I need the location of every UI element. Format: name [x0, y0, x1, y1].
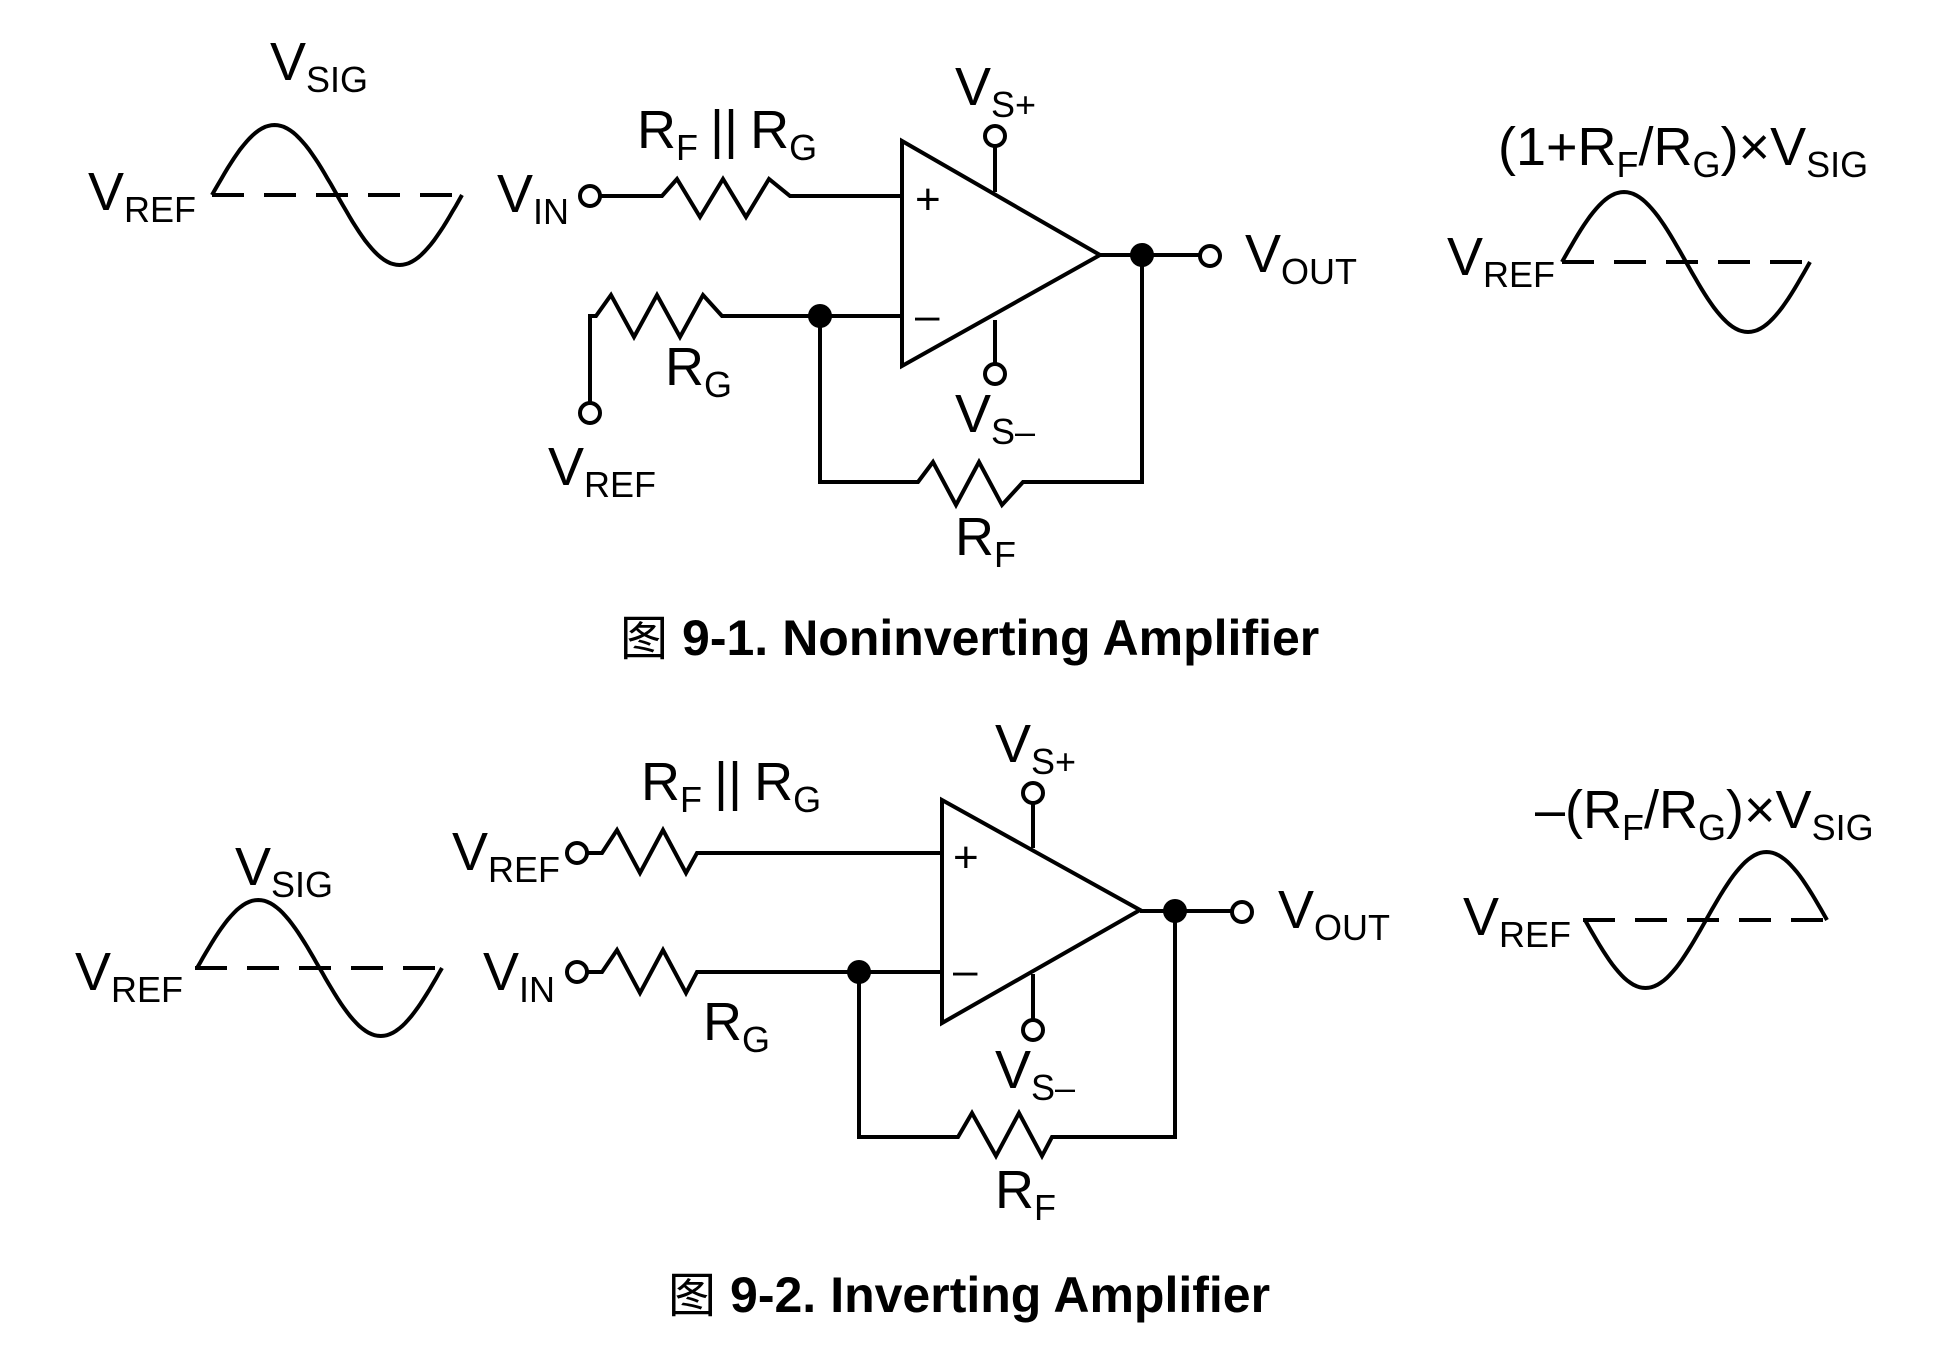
- vref-label: VREF: [75, 942, 183, 1010]
- supply-pos-terminal: [1021, 781, 1045, 805]
- noninverting-input-sign: +: [915, 175, 941, 224]
- supply-pos-label: VS+: [955, 57, 1036, 125]
- gain-resistor: [587, 945, 942, 998]
- input-waveform: VSIG VREF: [75, 837, 445, 1039]
- gain-expression: (1+RF/RG)×VSIG: [1498, 117, 1868, 185]
- vin-terminal-label: VIN: [497, 164, 569, 232]
- vref-label: VREF: [88, 162, 196, 230]
- rf-parallel-rg-label: RF||RG: [637, 100, 817, 168]
- feedback-resistor: [857, 912, 1177, 1161]
- noninverting-circuit: VIN RF||RG VREF RG RF + – VS+ VS–: [497, 57, 1357, 575]
- vref-terminal: [578, 401, 602, 425]
- sine-wave: [210, 122, 464, 268]
- op-amp-triangle: [940, 796, 1145, 1027]
- supply-neg-terminal: [1021, 1018, 1045, 1042]
- feedback-resistor: [818, 255, 1144, 510]
- sine-wave: [195, 897, 444, 1039]
- output-waveform: (1+RF/RG)×VSIG VREF: [1447, 117, 1868, 335]
- output-sine-wave: [1583, 849, 1829, 991]
- gain-expression: –(RF/RG)×VSIG: [1535, 780, 1874, 848]
- vin-terminal: [578, 184, 602, 208]
- noninverting-input-sign: +: [953, 833, 979, 882]
- supply-pos-terminal: [983, 124, 1007, 148]
- figure-noninverting: VSIG VREF VIN RF||RG VREF RG RF + –: [88, 32, 1868, 667]
- rf-label: RF: [955, 507, 1016, 575]
- supply-neg-label: VS–: [955, 384, 1035, 452]
- vout-terminal: [1230, 900, 1254, 924]
- output-node: [1130, 243, 1154, 267]
- output-waveform: –(RF/RG)×VSIG VREF: [1463, 780, 1874, 991]
- output-sine-wave: [1560, 189, 1812, 335]
- output-vref-label: VREF: [1447, 227, 1555, 295]
- supply-pos-label: VS+: [995, 714, 1076, 782]
- figure-inverting: VSIG VREF VREF RF||RG VIN RG RF + –: [75, 714, 1874, 1324]
- vref-terminal-label: VREF: [548, 437, 656, 505]
- rf-label: RF: [995, 1160, 1056, 1228]
- input-waveform: VSIG VREF: [88, 32, 464, 268]
- top-resistor: [587, 825, 942, 878]
- vsig-label: VSIG: [235, 837, 333, 905]
- vref-terminal-label: VREF: [452, 822, 560, 890]
- vout-label: VOUT: [1278, 880, 1390, 948]
- vout-label: VOUT: [1245, 224, 1357, 292]
- inverting-circuit: VREF RF||RG VIN RG RF + – VS+ VS–: [452, 714, 1390, 1228]
- inverting-input-sign: –: [915, 291, 940, 340]
- vin-terminal: [565, 960, 589, 984]
- gain-resistor: [588, 290, 902, 403]
- rg-label: RG: [703, 992, 770, 1060]
- op-amp-triangle: [900, 137, 1105, 370]
- output-node: [1163, 899, 1187, 923]
- input-resistor: [600, 175, 902, 221]
- supply-neg-terminal: [983, 362, 1007, 386]
- rf-parallel-rg-label: RF||RG: [641, 752, 821, 820]
- output-vref-label: VREF: [1463, 887, 1571, 955]
- vout-terminal: [1198, 244, 1222, 268]
- rg-label: RG: [665, 337, 732, 405]
- supply-neg-label: VS–: [995, 1040, 1075, 1108]
- vref-terminal: [565, 841, 589, 865]
- inverting-input-sign: –: [953, 946, 978, 995]
- vin-terminal-label: VIN: [483, 942, 555, 1010]
- vsig-label: VSIG: [270, 32, 368, 100]
